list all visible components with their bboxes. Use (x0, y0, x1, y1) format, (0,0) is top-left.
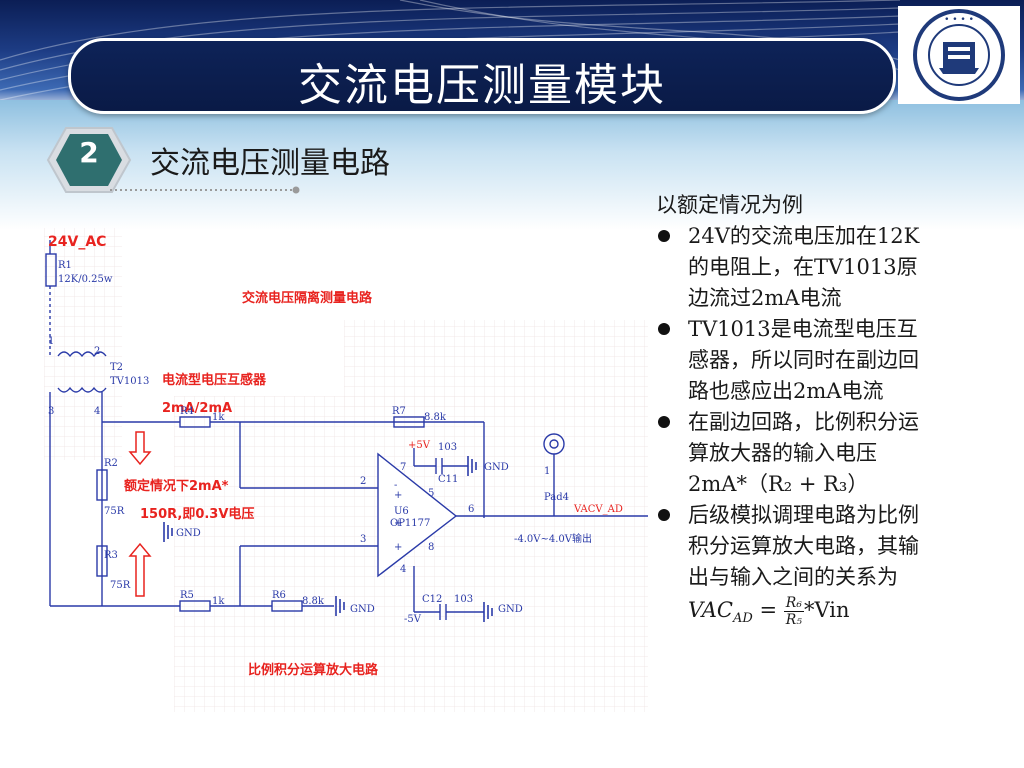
label-r5-value: 1k (212, 596, 225, 607)
label-t2-pin1: 1 (48, 336, 54, 347)
svg-text:+: + (394, 518, 402, 529)
label-pin8: 8 (428, 542, 434, 553)
label-r7-value: 8.8k (424, 412, 447, 423)
svg-text:• • • •: • • • • (944, 15, 974, 25)
university-logo: • • • • (898, 6, 1020, 104)
label-c12-value: 103 (454, 594, 473, 605)
grid-area-right (344, 320, 648, 410)
label-r4: R4 (180, 406, 194, 417)
svg-text:-: - (394, 480, 397, 491)
label-r3: R3 (104, 550, 118, 561)
bullet-dot-icon (658, 323, 670, 335)
bullet-item: TV1013是电流型电压互 感器，所以同时在副边回 路也感应出2mA电流 (656, 314, 986, 407)
grid-area-amplifier (174, 396, 648, 712)
section-number-hexagon (46, 127, 132, 193)
label-pin7: 7 (400, 462, 406, 473)
label-gnd-mid: GND (176, 528, 201, 539)
label-pin4: 4 (400, 564, 406, 575)
title-banner: 交流电压测量模块 (68, 38, 896, 114)
circuit-diagram: 24V_AC R1 12K/0.25w 交流电压隔离测量电路 1 2 T2 TV… (44, 228, 648, 712)
label-pin5: 5 (428, 488, 434, 499)
bullet-dot-icon (658, 509, 670, 521)
label-amplifier-title: 比例积分运算放大电路 (248, 662, 379, 678)
label-u6-part: OP1177 (390, 518, 430, 529)
dotted-divider (110, 186, 300, 194)
label-t2: T2 (110, 362, 123, 373)
label-isolation-title: 交流电压隔离测量电路 (242, 290, 373, 306)
label-t2-pin2: 2 (94, 346, 100, 357)
label-minus5v: -5V (404, 614, 422, 625)
label-pin3: 3 (360, 534, 366, 545)
label-pin2: 2 (360, 476, 366, 487)
transfer-formula: VACAD = R₆ R₅ *Vin (688, 595, 850, 628)
label-pin6: 6 (468, 504, 474, 515)
bullet-dot-icon (658, 230, 670, 242)
label-gnd-bottom-left: GND (350, 604, 375, 615)
label-r2: R2 (104, 458, 118, 469)
bullet-item: 后级模拟调理电路为比例 积分运算放大电路，其输 出与输入之间的关系为 (656, 500, 986, 593)
label-t2-pin4: 4 (94, 406, 100, 417)
label-gnd-top: GND (484, 462, 509, 473)
label-rated-note-1: 额定情况下2mA* (124, 478, 229, 494)
label-r6-value: 8.8k (302, 596, 325, 607)
label-r5: R5 (180, 590, 194, 601)
section-number: 2 (79, 136, 99, 169)
bullet-dot-icon (658, 416, 670, 428)
label-t2-part: TV1013 (110, 376, 149, 387)
label-r2-value: 75R (104, 506, 125, 517)
label-input-voltage: 24V_AC (48, 234, 106, 250)
label-r1: R1 (58, 260, 72, 271)
label-pad-pin: 1 (544, 466, 550, 477)
label-r4-value: 1k (212, 412, 225, 423)
label-c12: C12 (422, 594, 442, 605)
section-title: 交流电压测量电路 (150, 146, 390, 181)
bullet-item: 在副边回路，比例积分运 算放大器的输入电压 2mA*（R₂ + R₃） (656, 407, 986, 500)
label-ratio: 2mA/2mA (162, 401, 232, 416)
label-rated-note-2: 150R,即0.3V电压 (140, 506, 254, 522)
explanation-intro: 以额定情况为例 (656, 193, 803, 217)
label-plus5v: +5V (408, 440, 431, 451)
label-r3-value: 75R (110, 580, 131, 591)
header-ribbon (0, 100, 1024, 230)
bullet-item: 24V的交流电压加在12K 的电阻上，在TV1013原 边流过2mA电流 (656, 221, 986, 314)
label-u6: U6 (394, 506, 409, 517)
label-c11: C11 (438, 474, 458, 485)
explanation-panel: 以额定情况为例 24V的交流电压加在12K 的电阻上，在TV1013原 边流过2… (656, 190, 986, 636)
label-t2-pin3: 3 (48, 406, 54, 417)
label-output-range: -4.0V~4.0V输出 (514, 532, 592, 545)
label-vacv-ad: VACV_AD (573, 504, 623, 515)
label-gnd-bottom-right: GND (498, 604, 523, 615)
slide-title: 交流电压测量模块 (298, 60, 666, 111)
label-r1-value: 12K/0.25w (58, 274, 113, 285)
label-r7: R7 (392, 406, 406, 417)
label-pad: Pad4 (544, 492, 569, 503)
svg-text:+: + (394, 490, 402, 501)
formula-fraction: R₆ R₅ (783, 595, 804, 628)
svg-text:+: + (394, 542, 402, 553)
label-c11-value: 103 (438, 442, 457, 453)
label-r6: R6 (272, 590, 286, 601)
label-transformer-desc: 电流型电压互感器 (162, 372, 267, 388)
